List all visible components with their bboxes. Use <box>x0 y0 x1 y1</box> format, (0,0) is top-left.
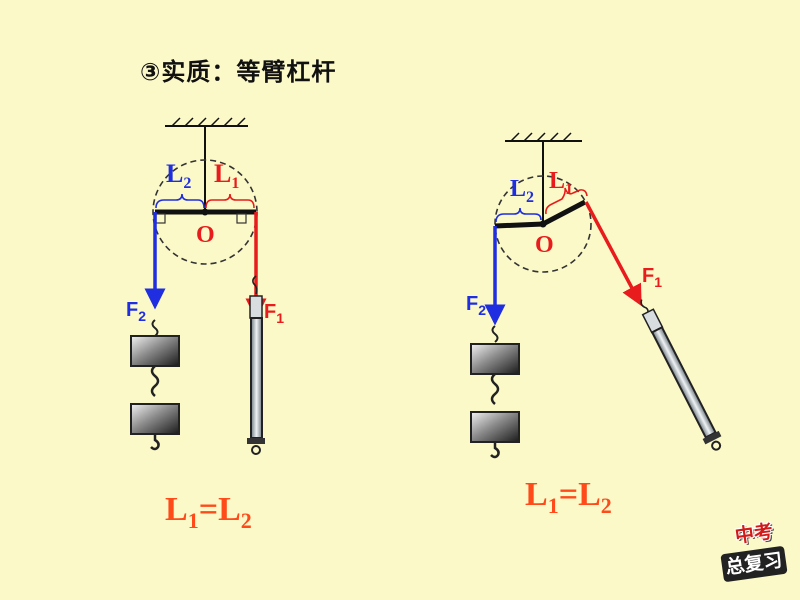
right-diagram: L2 L1 O F2 F1 <box>466 132 722 518</box>
subscript: 1 <box>565 181 573 198</box>
left-weight-upper <box>130 335 180 367</box>
right-eq-sign: = <box>559 476 578 513</box>
right-ceiling <box>505 132 582 142</box>
right-weight-lower <box>470 411 520 443</box>
right-pivot-dot <box>539 220 547 228</box>
left-eq-lhs: L <box>165 491 188 528</box>
left-label-l2: L2 <box>166 159 191 192</box>
right-force-f1-label: F1 <box>642 265 662 290</box>
right-weight-upper <box>470 343 520 375</box>
right-eq-lhs: L <box>525 476 548 513</box>
left-label-l1: L1 <box>214 159 239 192</box>
force-letter: F <box>264 301 276 323</box>
subscript: 2 <box>183 175 191 192</box>
right-label-l2-text: L <box>510 176 526 202</box>
right-label-l1: L1 <box>549 168 573 198</box>
right-brace-l2 <box>495 207 542 223</box>
force-letter: F <box>126 299 138 321</box>
left-label-l2-text: L <box>166 159 183 188</box>
right-spring-scale <box>640 299 722 451</box>
right-label-l1-text: L <box>549 168 565 194</box>
left-eq-sign: = <box>199 491 218 528</box>
right-weights <box>470 325 520 459</box>
right-label-l2: L2 <box>510 176 534 206</box>
subscript: 2 <box>526 189 534 206</box>
slide-title: ③实质：等臂杠杆 <box>140 58 337 86</box>
left-right-angle-mark-l1 <box>236 213 247 224</box>
left-right-angle-mark-l2 <box>155 213 166 224</box>
right-equation: L1=L2 <box>525 476 612 518</box>
right-eq-rhs: L <box>578 476 601 513</box>
right-eq-rhs-sub: 2 <box>601 493 612 518</box>
left-force-f1-label: F1 <box>264 301 284 326</box>
subscript: 1 <box>654 274 662 290</box>
subscript: 1 <box>276 310 284 326</box>
right-eq-lhs-sub: 1 <box>548 493 559 518</box>
right-force-f1-arrow <box>584 201 642 307</box>
left-equation: L1=L2 <box>165 491 252 533</box>
left-weights <box>130 319 180 451</box>
left-eq-lhs-sub: 1 <box>188 508 199 533</box>
left-label-l1-text: L <box>214 159 231 188</box>
left-diagram: L2 L1 O F2 F1 <box>126 117 284 533</box>
left-spring-scale <box>247 275 265 455</box>
right-brace-l1 <box>545 187 588 215</box>
right-force-f2-label: F2 <box>466 293 486 318</box>
left-pivot-dot <box>201 208 209 216</box>
left-pivot-label: O <box>196 222 215 248</box>
force-letter: F <box>642 265 654 287</box>
left-weight-lower <box>130 403 180 435</box>
left-eq-rhs: L <box>218 491 241 528</box>
subscript: 2 <box>138 308 146 324</box>
left-force-f2-label: F2 <box>126 299 146 324</box>
left-eq-rhs-sub: 2 <box>241 508 252 533</box>
subscript: 1 <box>231 175 239 192</box>
subscript: 2 <box>478 302 486 318</box>
right-pivot-label: O <box>535 232 554 258</box>
left-brace-l2 <box>155 193 205 209</box>
force-letter: F <box>466 293 478 315</box>
left-ceiling <box>165 117 248 127</box>
left-brace-l1 <box>205 193 255 209</box>
exam-review-badge: 中考 总复习 <box>720 520 788 586</box>
